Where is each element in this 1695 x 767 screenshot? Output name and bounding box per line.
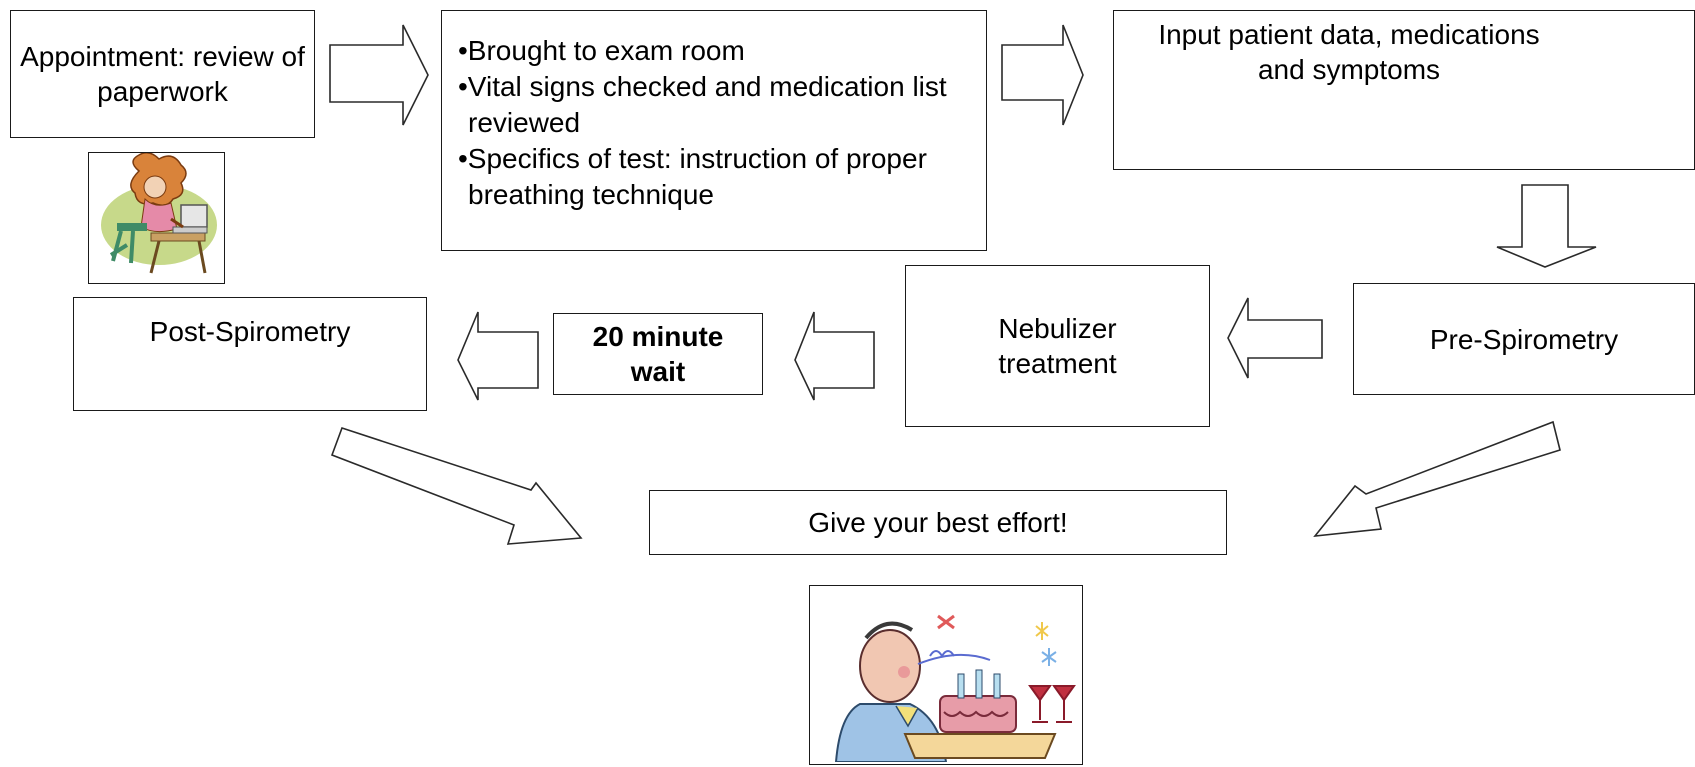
step-nebulizer-label: Nebulizer treatment: [998, 313, 1117, 379]
step-nebulizer: Nebulizer treatment: [905, 265, 1210, 427]
step-input-data-label: Input patient data, medications and symp…: [1158, 19, 1540, 85]
arrow-diagonal-1: [330, 426, 583, 545]
step-input-data: Input patient data, medications and symp…: [1113, 10, 1695, 170]
arrow-left-2: [794, 311, 875, 401]
step-appointment-label: Appointment: review of paperwork: [20, 41, 305, 107]
step-pre-spirometry-label: Pre-Spirometry: [1429, 323, 1619, 355]
woman-computer-icon: [101, 152, 217, 274]
birthday-illustration: [809, 585, 1083, 765]
arrow-right-1: [329, 24, 429, 126]
exam-bullet-3: •Specifics of test: instruction of prope…: [458, 143, 927, 210]
step-pre-spirometry: Pre-Spirometry: [1353, 283, 1695, 395]
arrow-left-1: [1227, 297, 1323, 379]
woman-computer-illustration: [88, 152, 225, 284]
exam-bullet-1: •Brought to exam room: [458, 35, 745, 66]
arrow-down: [1496, 184, 1597, 268]
step-exam-room: •Brought to exam room •Vital signs check…: [441, 10, 987, 251]
arrow-left-3: [457, 311, 539, 401]
step-wait-label: 20 minute wait: [592, 321, 724, 387]
step-best-effort-label: Give your best effort!: [808, 507, 1068, 538]
step-best-effort: Give your best effort!: [649, 490, 1227, 555]
arrow-right-2: [1001, 24, 1084, 126]
blowing-candles-icon: [834, 614, 1076, 763]
arrow-diagonal-2: [1313, 420, 1561, 537]
step-post-spirometry: Post-Spirometry: [73, 297, 427, 411]
exam-bullet-2: •Vital signs checked and medication list…: [458, 71, 947, 138]
step-post-spirometry-label: Post-Spirometry: [149, 316, 351, 347]
step-wait: 20 minute wait: [553, 313, 763, 395]
step-appointment: Appointment: review of paperwork: [10, 10, 315, 138]
